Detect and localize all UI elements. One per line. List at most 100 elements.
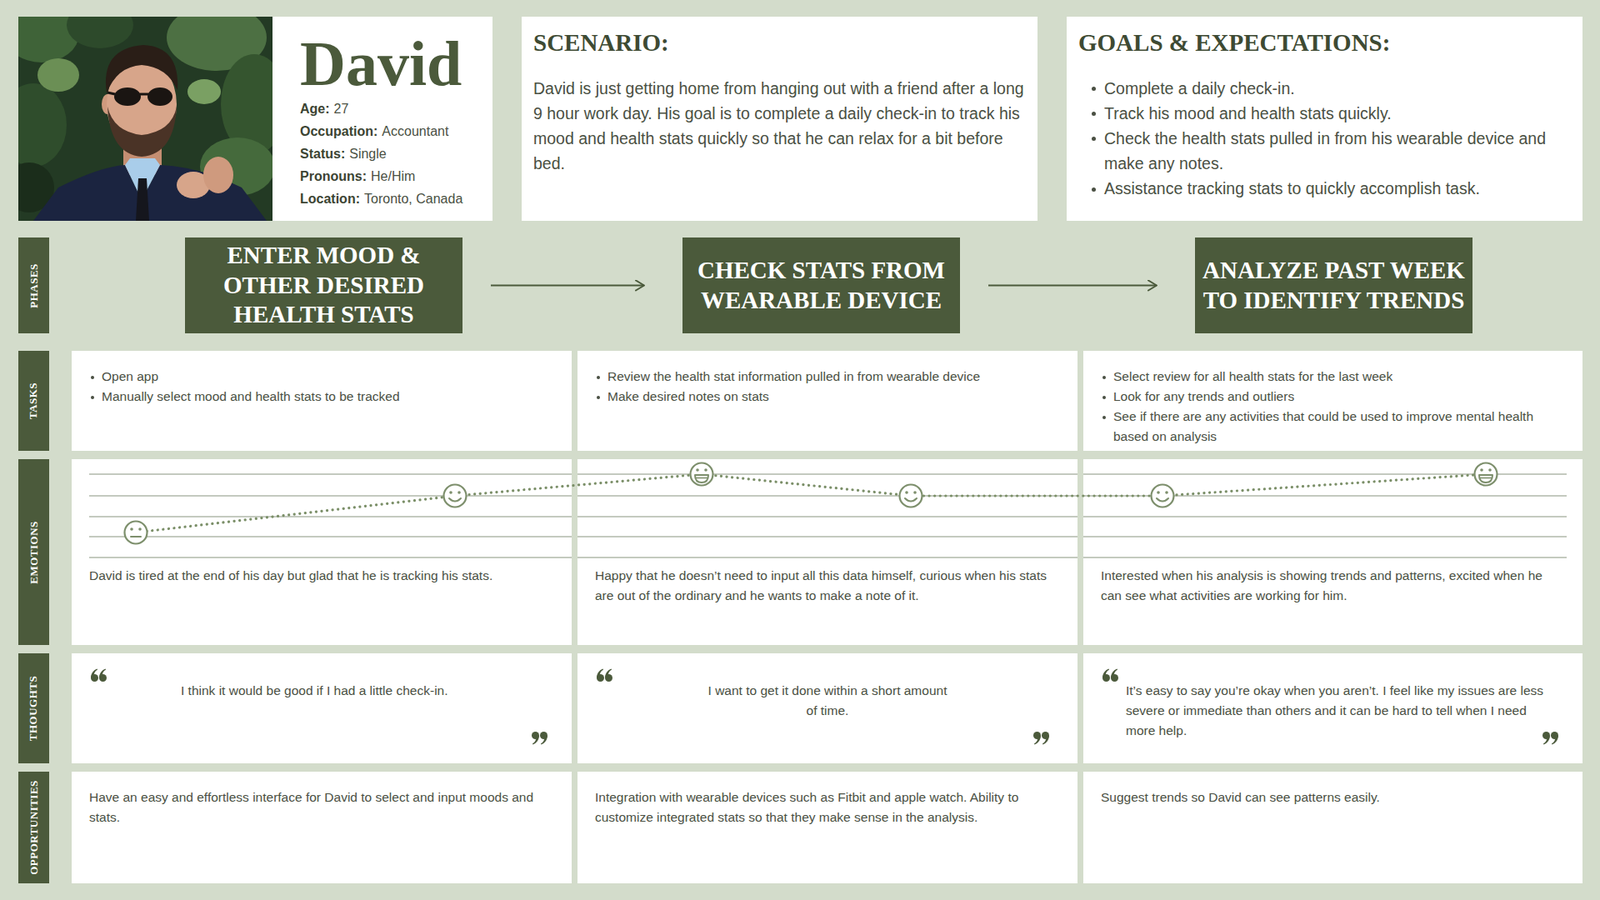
task-item: Make desired notes on stats: [594, 386, 1061, 407]
goals-card: GOALS & EXPECTATIONS: Complete a daily ch…: [1066, 16, 1583, 221]
body-text: David is just getting home from hanging …: [533, 75, 1026, 176]
field-label: Occupation:: [300, 120, 378, 143]
quote-mark: [1102, 669, 1119, 683]
phase-title: ANALYZE PAST WEEK TO IDENTIFY TRENDS: [1201, 255, 1466, 316]
sunglasses: [147, 87, 173, 106]
foliage: [200, 137, 273, 196]
foliage: [187, 79, 221, 105]
photo-background: [18, 16, 273, 221]
smile-face: [1151, 485, 1175, 508]
neutral-face: [125, 521, 148, 545]
grid-line: [1083, 473, 1567, 475]
hair: [105, 45, 178, 94]
task-item: See if there are any activities that cou…: [1100, 406, 1566, 447]
grid-line: [577, 473, 1078, 475]
quote-mark: [1542, 731, 1559, 745]
face: [106, 58, 177, 150]
grid-line: [577, 556, 1078, 558]
quote-text: I think it would be good if I had a litt…: [180, 680, 452, 701]
hand: [176, 171, 210, 199]
shirt: [125, 158, 160, 200]
phase-box: ANALYZE PAST WEEK TO IDENTIFY TRENDS: [1195, 237, 1473, 334]
grid-line: [577, 535, 1078, 537]
grid-line: [89, 556, 572, 558]
emotion-grid: [89, 474, 1567, 558]
emotion-text: David is tired at the end of his day but…: [89, 565, 555, 586]
grid-line: [1083, 495, 1567, 496]
opportunity-cell: Suggest trends so David can see patterns…: [1083, 771, 1583, 884]
phase-box: CHECK STATS FROM WEARABLE DEVICE: [682, 237, 960, 334]
card-heading: GOALS & EXPECTATIONS:: [1078, 28, 1571, 58]
phase-title: CHECK STATS FROM WEARABLE DEVICE: [689, 255, 954, 316]
row-label-tab: THOUGHTS: [18, 653, 50, 764]
phase-title: ENTER MOOD & OTHER DESIRED HEALTH STATS: [191, 240, 456, 331]
bullet-item: Check the health stats pulled in from hi…: [1078, 125, 1571, 176]
row-label: OPPORTUNITIES: [27, 780, 41, 875]
opportunity-cell: Integration with wearable devices such a…: [577, 771, 1078, 884]
quote-mark: [1033, 731, 1050, 745]
emotion-cell: Happy that he doesn’t need to input all …: [577, 459, 1078, 645]
body-text: Suggest trends so David can see patterns…: [1100, 787, 1565, 808]
grid-line: [1083, 535, 1567, 537]
tie: [135, 178, 150, 221]
thought-cell: I want to get it done within a short amo…: [577, 653, 1078, 764]
row-label-tab: OPPORTUNITIES: [18, 771, 50, 884]
flow-arrow: [988, 285, 1157, 287]
persona-photo: [18, 16, 273, 221]
card-heading: SCENARIO:: [533, 28, 1026, 58]
field-value: He/Him: [370, 165, 415, 188]
task-cell: Review the health stat information pulle…: [577, 350, 1078, 451]
row-label-tab: PHASES: [18, 237, 50, 334]
grin-face: [1475, 463, 1498, 486]
field-label: Pronouns:: [300, 165, 367, 188]
task-item: Look for any trends and outliers: [1100, 386, 1566, 407]
grid-line: [1083, 515, 1567, 517]
grid-line: [89, 515, 572, 517]
quote-text: It’s easy to say you’re okay when you ar…: [1125, 680, 1555, 741]
scenario-card: SCENARIO: David is just getting home from…: [521, 16, 1038, 221]
row-label-tab: TASKS: [18, 350, 50, 451]
foliage: [37, 58, 80, 92]
foliage: [220, 54, 273, 155]
task-item: Manually select mood and health stats to…: [88, 386, 555, 407]
grid-line: [1083, 556, 1567, 558]
quote-text: I want to get it done within a short amo…: [702, 680, 953, 721]
field-value: 27: [334, 97, 350, 120]
sunglasses: [107, 92, 115, 95]
suit: [33, 165, 267, 221]
grid-line: [89, 535, 572, 537]
bullet-item: Complete a daily check-in.: [1078, 75, 1571, 101]
quote-mark: [531, 731, 548, 745]
field-value: Single: [349, 142, 386, 165]
ear: [101, 94, 114, 115]
field-label: Age:: [300, 97, 330, 120]
grid-line: [89, 473, 572, 475]
opportunity-cell: Have an easy and effortless interface fo…: [71, 771, 572, 884]
row-label: THOUGHTS: [27, 675, 41, 741]
task-cell: Select review for all health stats for t…: [1083, 350, 1583, 451]
task-item: Open app: [88, 366, 555, 387]
sunglasses: [140, 93, 149, 96]
persona-card: DavidAge:27Occupation:AccountantStatus:S…: [272, 16, 493, 221]
row-label-tab: EMOTIONS: [18, 459, 50, 645]
grin-face: [690, 463, 714, 486]
foliage: [18, 16, 80, 63]
foliage: [18, 83, 67, 167]
persona-name: David: [300, 31, 486, 95]
body-text: Integration with wearable devices such a…: [595, 787, 1060, 828]
row-label: TASKS: [27, 382, 41, 420]
emotion-cell: David is tired at the end of his day but…: [71, 459, 572, 645]
grid-line: [577, 515, 1078, 517]
smile-face: [900, 485, 923, 508]
foliage: [66, 16, 134, 49]
field-value: Accountant: [381, 120, 449, 143]
beard: [107, 106, 177, 157]
field-label: Location:: [300, 187, 360, 210]
quote-mark: [90, 669, 107, 683]
sunglasses: [114, 87, 141, 106]
foliage: [18, 162, 55, 213]
grid-line: [577, 495, 1078, 496]
thought-cell: I think it would be good if I had a litt…: [71, 653, 572, 764]
thought-cell: It’s easy to say you’re okay when you ar…: [1083, 653, 1583, 764]
